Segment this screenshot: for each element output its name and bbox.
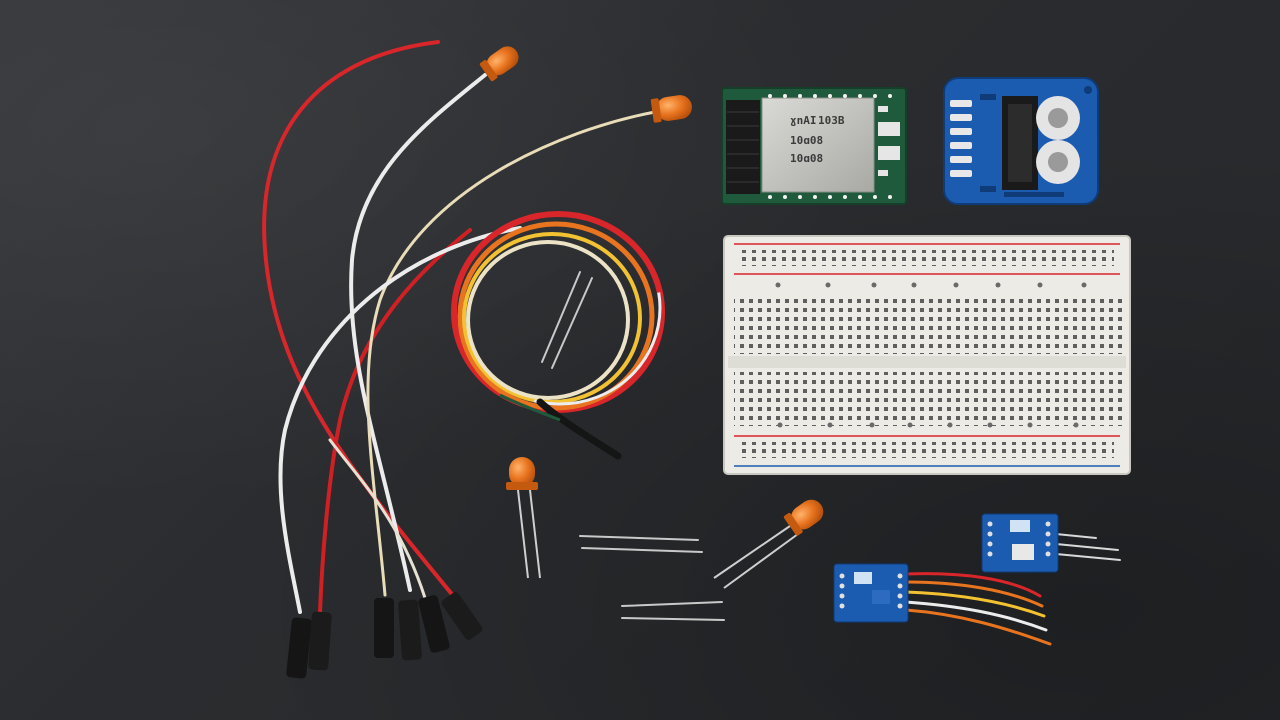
breadboard [723, 235, 1131, 475]
sensor-module-lower [833, 563, 1052, 646]
display-module-board [943, 77, 1099, 205]
dupont-connectors [286, 592, 483, 679]
led-top-right [650, 95, 692, 123]
chip-marking-line2: 103B [818, 114, 845, 127]
loose-component-leads [541, 271, 725, 621]
led-top-left [479, 46, 519, 82]
chip-marking-line1: ɣnAI [790, 114, 817, 127]
breadboard-lower-markers [777, 422, 1079, 428]
wifi-module-board: ɣnAI 103B 10ɑ08 10ɑ08 [721, 87, 907, 205]
chip-marking-line4: 10ɑ08 [790, 152, 823, 165]
breadboard-column-markers [775, 282, 1087, 288]
led-center [506, 457, 541, 579]
coiled-wire-bundle [451, 210, 665, 460]
chip-marking-line3: 10ɑ08 [790, 134, 823, 147]
jumper-wires-left [262, 40, 657, 614]
sensor-module-right [981, 513, 1121, 573]
led-lower-right [713, 499, 824, 589]
